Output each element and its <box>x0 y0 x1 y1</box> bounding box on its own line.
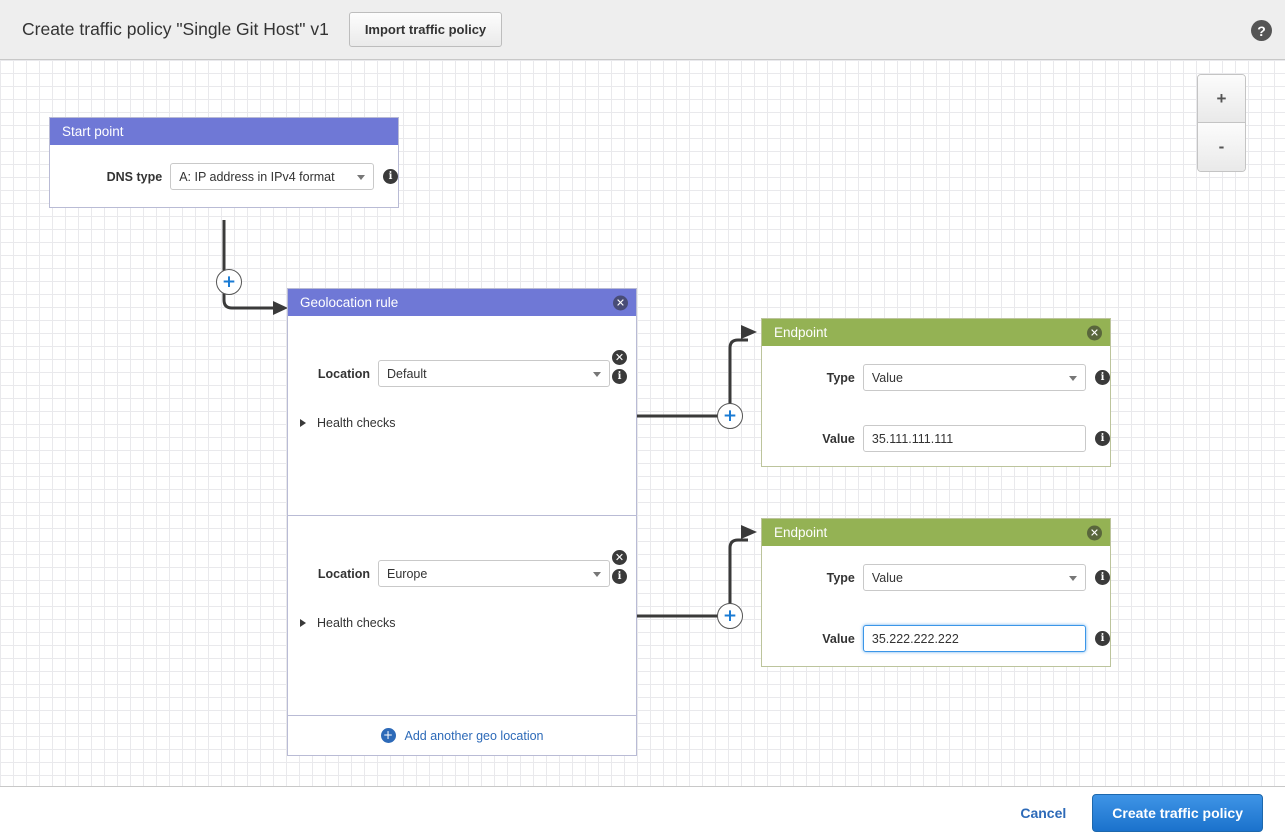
health-checks-label: Health checks <box>317 616 396 630</box>
create-traffic-policy-button[interactable]: Create traffic policy <box>1092 793 1263 832</box>
location-info-icon[interactable]: i <box>612 369 627 384</box>
add-rule-node-europe[interactable]: + <box>717 603 743 629</box>
zoom-out-button[interactable]: - <box>1198 123 1245 171</box>
endpoint-value-text: 35.222.222.222 <box>871 631 959 646</box>
location-select[interactable]: Europe <box>378 560 610 587</box>
endpoint-value-input[interactable]: 35.111.111.111 <box>862 425 1086 452</box>
geolocation-rule-header: Geolocation rule ✕ <box>288 289 636 316</box>
endpoint-value-input[interactable]: 35.222.222.222 <box>862 625 1086 652</box>
chevron-down-icon <box>1069 375 1077 381</box>
endpoint-value-info-icon[interactable]: i <box>1095 431 1110 446</box>
dns-type-label: DNS type <box>106 169 163 184</box>
endpoint-title: Endpoint <box>774 525 828 540</box>
endpoint-type-label: Type <box>826 570 855 585</box>
location-row: Location Default <box>288 360 636 387</box>
delete-location-icon[interactable]: ✕ <box>612 550 627 565</box>
app-header: Create traffic policy "Single Git Host" … <box>0 0 1285 60</box>
location-select[interactable]: Default <box>378 360 610 387</box>
geo-location-section: Location Europe ✕ i Health checks <box>288 516 636 716</box>
chevron-down-icon <box>1069 575 1077 581</box>
location-label: Location <box>317 566 370 581</box>
endpoint-type-row: Type Value i <box>762 564 1110 591</box>
endpoint-type-value: Value <box>871 570 903 585</box>
action-bar: Cancel Create traffic policy <box>0 786 1285 838</box>
add-geo-location-button[interactable]: + Add another geo location <box>288 716 636 755</box>
dns-type-value: A: IP address in IPv4 format <box>179 169 335 184</box>
geolocation-rule-title: Geolocation rule <box>300 295 399 310</box>
help-icon[interactable]: ? <box>1251 20 1272 41</box>
endpoint-card[interactable]: Endpoint ✕ Type Value i Value 35.111.111… <box>761 318 1111 467</box>
start-point-card[interactable]: Start point DNS type A: IP address in IP… <box>49 117 399 208</box>
endpoint-type-value: Value <box>871 370 903 385</box>
endpoint-header: Endpoint ✕ <box>762 519 1110 546</box>
endpoint-header: Endpoint ✕ <box>762 319 1110 346</box>
endpoint-type-info-icon[interactable]: i <box>1095 570 1110 585</box>
endpoint-value-label: Value <box>822 631 855 646</box>
location-row: Location Europe <box>288 560 636 587</box>
endpoint-card[interactable]: Endpoint ✕ Type Value i Value 35.222.222… <box>761 518 1111 667</box>
dns-type-row: DNS type A: IP address in IPv4 format i <box>50 163 398 190</box>
geolocation-rule-card[interactable]: Geolocation rule ✕ Location Default ✕ i … <box>287 288 637 756</box>
chevron-down-icon <box>593 571 601 577</box>
dns-type-info-icon[interactable]: i <box>383 169 398 184</box>
start-point-body: DNS type A: IP address in IPv4 format i <box>50 145 398 207</box>
page-title: Create traffic policy "Single Git Host" … <box>22 19 329 39</box>
chevron-right-icon <box>300 419 306 427</box>
chevron-right-icon <box>300 619 306 627</box>
close-icon[interactable]: ✕ <box>1087 325 1102 340</box>
location-label: Location <box>317 366 370 381</box>
delete-location-icon[interactable]: ✕ <box>612 350 627 365</box>
endpoint-title: Endpoint <box>774 325 828 340</box>
add-geo-location-label: Add another geo location <box>404 728 544 743</box>
chevron-down-icon <box>593 371 601 377</box>
policy-canvas[interactable]: + - Start point DNS type A: IP address i… <box>0 60 1285 786</box>
endpoint-body: Type Value i Value 35.111.111.111 i <box>762 346 1110 466</box>
canvas-zoom-controls[interactable]: + - <box>1197 74 1246 172</box>
location-row-icons: ✕ i <box>612 550 627 584</box>
health-checks-toggle[interactable]: Health checks <box>300 616 396 630</box>
location-info-icon[interactable]: i <box>612 569 627 584</box>
endpoint-type-row: Type Value i <box>762 364 1110 391</box>
dns-type-select[interactable]: A: IP address in IPv4 format <box>170 163 374 190</box>
plus-icon: + <box>380 728 396 743</box>
cancel-button[interactable]: Cancel <box>1020 804 1067 821</box>
chevron-down-icon <box>357 174 365 180</box>
endpoint-value-info-icon[interactable]: i <box>1095 631 1110 646</box>
close-icon[interactable]: ✕ <box>613 295 628 310</box>
endpoint-type-select[interactable]: Value <box>862 564 1086 591</box>
location-value: Europe <box>387 566 428 581</box>
endpoint-value-row: Value 35.222.222.222 i <box>762 625 1110 652</box>
geo-location-section: Location Default ✕ i Health checks <box>288 316 636 516</box>
close-icon[interactable]: ✕ <box>1087 525 1102 540</box>
endpoint-body: Type Value i Value 35.222.222.222 i <box>762 546 1110 666</box>
start-point-title: Start point <box>62 124 124 139</box>
endpoint-type-select[interactable]: Value <box>862 364 1086 391</box>
endpoint-value-text: 35.111.111.111 <box>871 431 954 446</box>
health-checks-toggle[interactable]: Health checks <box>300 416 396 430</box>
zoom-in-button[interactable]: + <box>1198 75 1245 123</box>
location-value: Default <box>387 366 427 381</box>
location-row-icons: ✕ i <box>612 350 627 384</box>
health-checks-label: Health checks <box>317 416 396 430</box>
endpoint-type-info-icon[interactable]: i <box>1095 370 1110 385</box>
import-traffic-policy-button[interactable]: Import traffic policy <box>348 12 503 47</box>
endpoint-value-label: Value <box>822 431 855 446</box>
add-rule-node-default[interactable]: + <box>717 403 743 429</box>
start-point-header: Start point <box>50 118 398 145</box>
endpoint-type-label: Type <box>826 370 855 385</box>
endpoint-value-row: Value 35.111.111.111 i <box>762 425 1110 452</box>
add-rule-node-start[interactable]: + <box>216 269 242 295</box>
